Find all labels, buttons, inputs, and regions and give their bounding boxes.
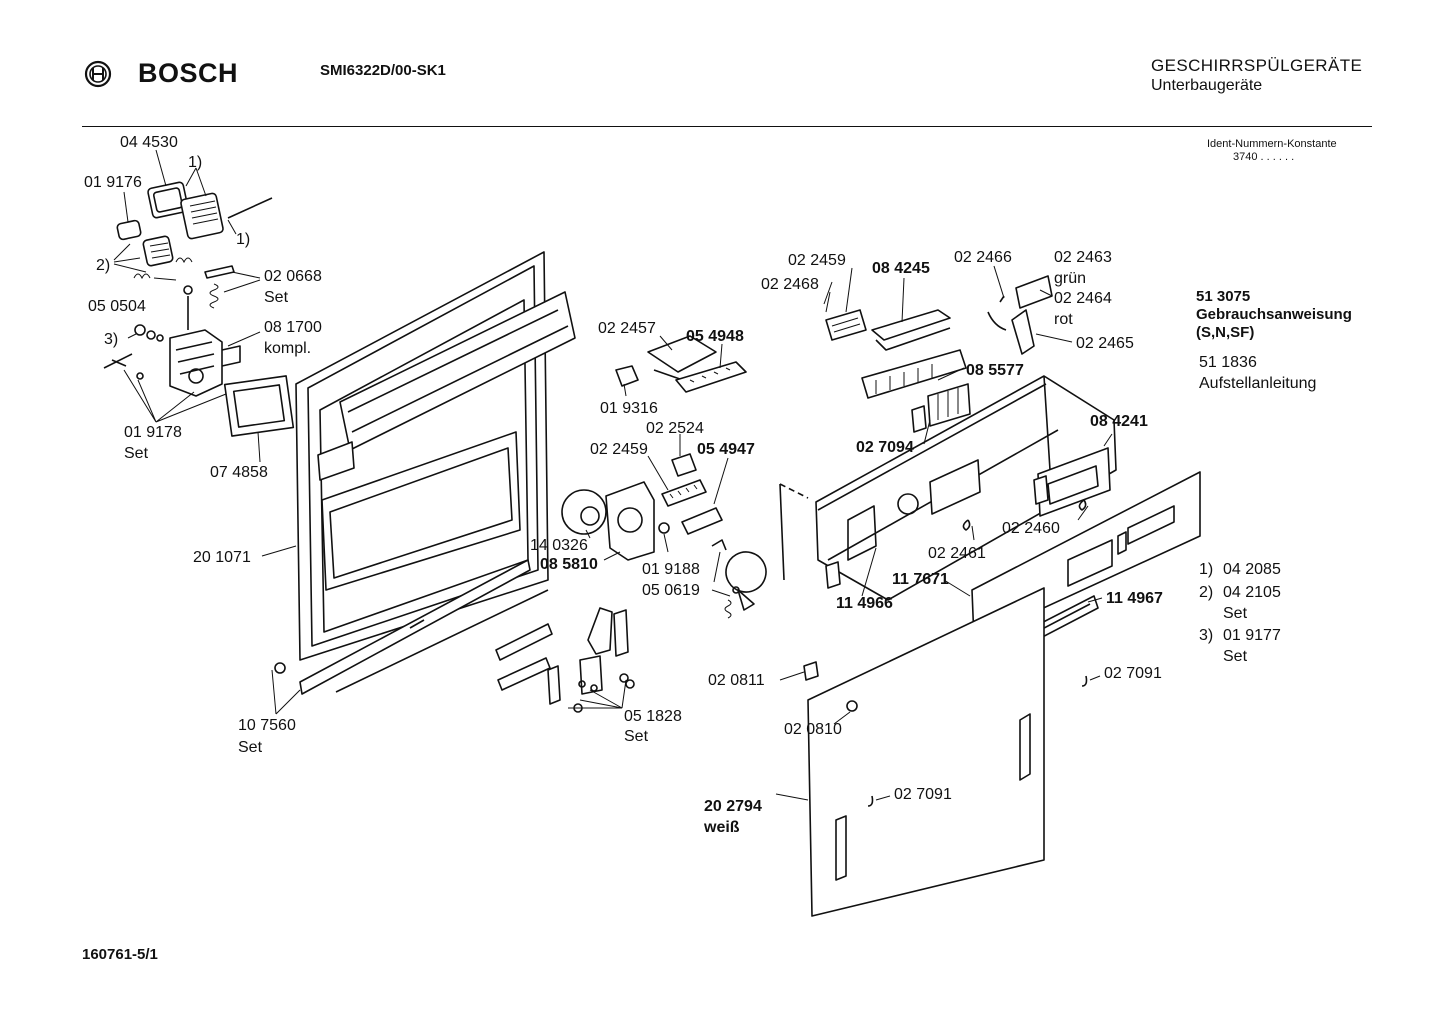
part-label: 05 1828 <box>624 708 682 725</box>
part-label: 08 5810 <box>540 556 598 573</box>
footnote-ref: 2) <box>96 257 111 274</box>
hinge-brackets <box>495 607 635 713</box>
part-note: rot <box>1054 311 1073 328</box>
part-note: Set <box>264 289 289 306</box>
part-note: kompl. <box>264 340 312 357</box>
part-label: 20 1071 <box>193 549 251 566</box>
footnote-note: Set <box>1223 648 1248 665</box>
drawing-number: 160761-5/1 <box>82 946 158 963</box>
part-label: 11 4967 <box>1106 590 1163 607</box>
inner-door-panel <box>274 251 576 695</box>
bosch-logo-icon <box>84 60 112 93</box>
footnote-key: 2) <box>1199 584 1214 601</box>
footnote-key: 3) <box>1199 627 1214 644</box>
part-label: 05 0619 <box>642 582 700 599</box>
part-label: 02 0668 <box>264 268 322 285</box>
part-note: grün <box>1054 270 1087 287</box>
part-label: 08 5577 <box>966 362 1024 379</box>
model-number: SMI6322D/00-SK1 <box>320 62 446 79</box>
manual-number: 51 3075 <box>1196 288 1251 305</box>
footnote-note: Set <box>1223 605 1248 622</box>
part-label: 08 1700 <box>264 319 322 336</box>
part-label: 07 4858 <box>210 464 268 481</box>
footnote-key: 1) <box>1199 561 1214 578</box>
footnote-value: 04 2085 <box>1223 561 1281 578</box>
installation-number: 51 1836 <box>1199 354 1257 371</box>
part-label: 11 4966 <box>836 595 893 612</box>
door-lock-parts <box>103 181 295 437</box>
part-label: 02 2457 <box>598 320 656 337</box>
leader-lines <box>113 149 1113 801</box>
footnote-ref: 1) <box>236 231 251 248</box>
manual-title: Gebrauchsanweisung <box>1196 306 1352 323</box>
part-note: Set <box>238 739 263 756</box>
part-label: 02 7094 <box>856 439 914 456</box>
part-note: Set <box>624 728 649 745</box>
part-label: 02 7091 <box>894 786 952 803</box>
part-label: 02 2461 <box>928 545 986 562</box>
part-label: 01 9178 <box>124 424 182 441</box>
manual-languages: (S,N,SF) <box>1196 324 1255 341</box>
programmer-parts <box>561 335 767 619</box>
header-rule <box>82 126 1372 127</box>
part-label: 01 9316 <box>600 400 658 417</box>
part-label: 20 2794 <box>704 798 762 815</box>
part-note: Set <box>124 445 149 462</box>
part-label: 02 2524 <box>646 420 704 437</box>
part-label: 02 2465 <box>1076 335 1134 352</box>
product-subcategory: Unterbaugeräte <box>1151 77 1263 94</box>
part-label: 10 7560 <box>238 717 296 734</box>
part-label: 08 4245 <box>872 260 930 277</box>
part-label: 11 7671 <box>892 571 949 588</box>
footnote-value: 04 2105 <box>1223 584 1281 601</box>
part-label: 05 4948 <box>686 328 744 345</box>
part-note: weiß <box>704 819 740 836</box>
installation-title: Aufstellanleitung <box>1199 375 1317 392</box>
part-label: 05 4947 <box>697 441 755 458</box>
part-label: 02 2463 <box>1054 249 1112 266</box>
part-label: 14 0326 <box>530 537 588 554</box>
part-label: 02 2468 <box>761 276 819 293</box>
part-label: 02 7091 <box>1104 665 1162 682</box>
part-label: 05 0504 <box>88 298 146 315</box>
ident-value: 3740 . . . . . . <box>1233 151 1295 163</box>
footnote-ref: 1) <box>188 154 203 171</box>
footnote-ref: 3) <box>104 331 119 348</box>
brand-name: BOSCH <box>138 58 239 88</box>
part-label: 04 4530 <box>120 134 178 151</box>
front-cover-panel <box>803 471 1201 917</box>
part-label: 01 9188 <box>642 561 700 578</box>
part-label: 02 0811 <box>708 672 765 689</box>
part-label: 02 2464 <box>1054 290 1112 307</box>
part-label: 02 2460 <box>1002 520 1060 537</box>
ident-label: Ident-Nummern-Konstante <box>1207 138 1337 150</box>
part-label: 02 2459 <box>788 252 846 269</box>
part-label: 02 0810 <box>784 721 842 738</box>
footnote-value: 01 9177 <box>1223 627 1281 644</box>
product-category: GESCHIRRSPÜLGERÄTE <box>1151 56 1363 75</box>
part-label: 02 2466 <box>954 249 1012 266</box>
part-label: 01 9176 <box>84 174 142 191</box>
part-label: 08 4241 <box>1090 413 1148 430</box>
part-label: 02 2459 <box>590 441 648 458</box>
